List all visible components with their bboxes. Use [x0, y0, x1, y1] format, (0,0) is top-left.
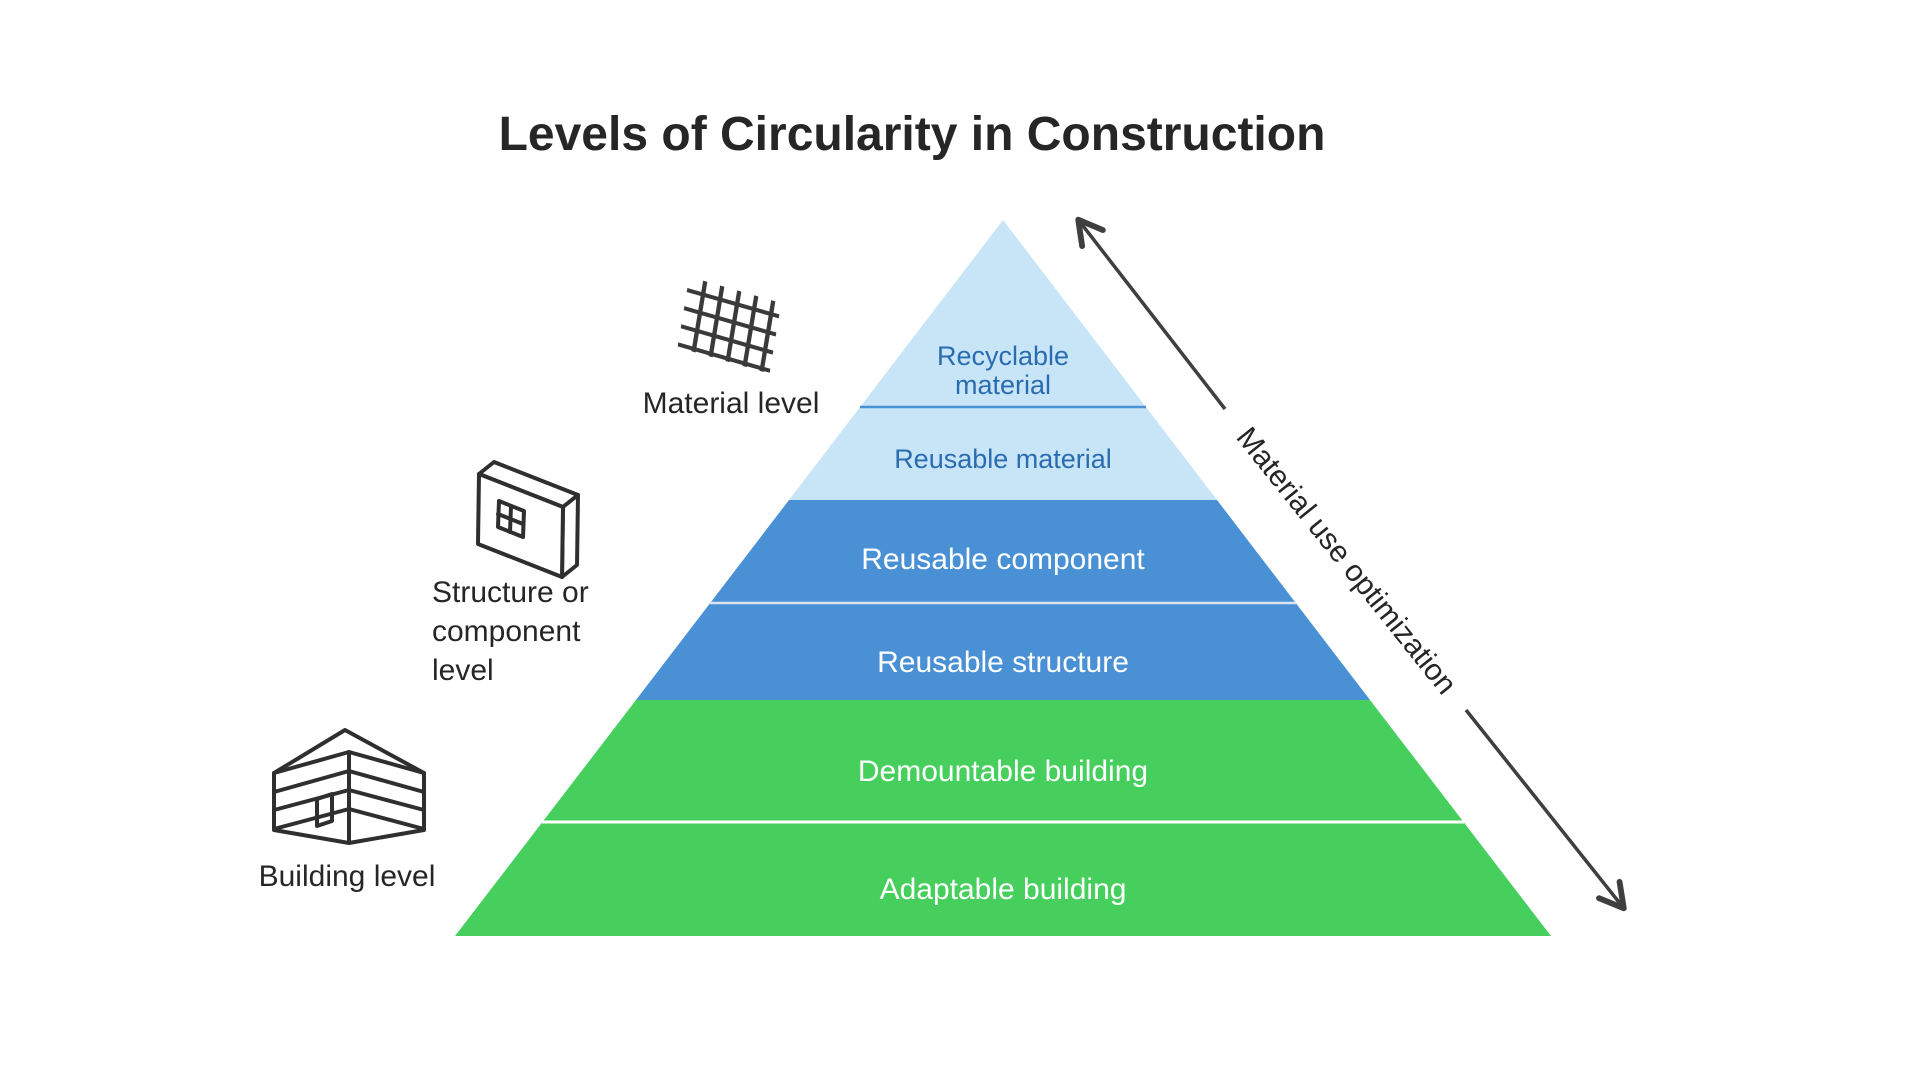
structure-level-label-line: level [432, 654, 494, 687]
layer-label-line: Recyclable [937, 341, 1069, 371]
material-level-label: Material level [643, 387, 820, 420]
layer-label-reusable-structure: Reusable structure [877, 646, 1129, 679]
building-level-group: Building level [259, 728, 436, 893]
panel-icon [476, 460, 580, 579]
layer-label-recyclable-material: Recyclable material [937, 341, 1069, 400]
arrow-down-segment [1464, 708, 1627, 912]
structure-level-label: Structure or component level [432, 576, 589, 687]
building-icon [272, 728, 426, 845]
structure-level-label-line: Structure or [432, 576, 589, 609]
layer-label-demountable-building: Demountable building [858, 755, 1148, 788]
pyramid-band-material-level [789, 220, 1217, 500]
pyramid-band-building-level [455, 700, 1551, 936]
layer-label-reusable-material: Reusable material [894, 444, 1112, 474]
arrow-up-segment [1075, 216, 1227, 411]
structure-level-group: Structure or component level [432, 460, 589, 687]
pyramid-band-structure-level [636, 500, 1370, 700]
building-level-label: Building level [259, 860, 436, 893]
layer-label-adaptable-building: Adaptable building [880, 873, 1127, 906]
structure-level-label-line: component [432, 615, 581, 648]
layer-label-reusable-component: Reusable component [861, 543, 1145, 576]
page-title: Levels of Circularity in Construction [499, 108, 1326, 161]
pyramid: Recyclable material Reusable material Re… [455, 220, 1551, 936]
layer-label-line: material [955, 370, 1051, 400]
material-level-group: Material level [643, 280, 820, 420]
mesh-grid-icon [677, 280, 780, 373]
